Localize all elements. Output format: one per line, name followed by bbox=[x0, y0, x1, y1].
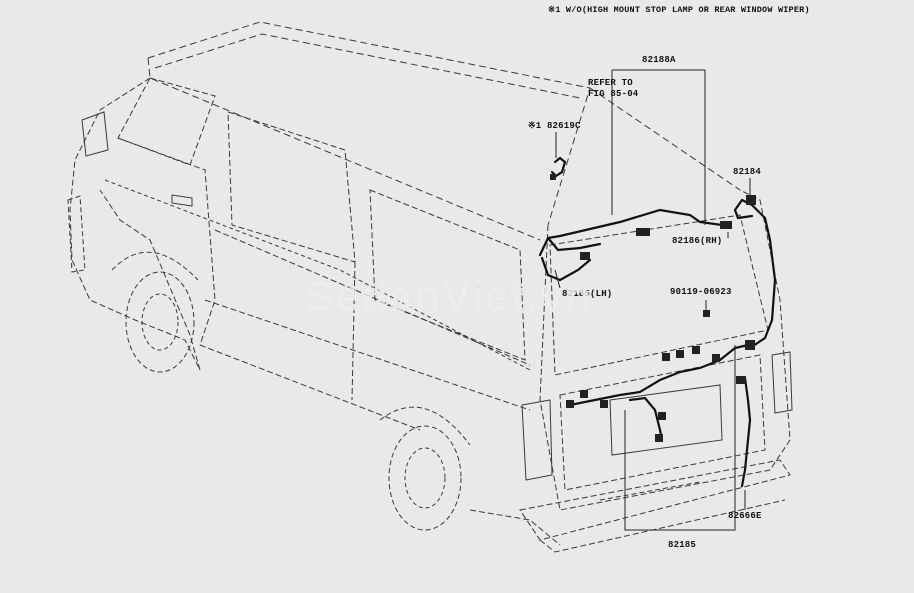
connector-rear-10 bbox=[655, 434, 663, 442]
connector-rear-9 bbox=[658, 412, 666, 420]
part-82185-lh: 82185(LH) bbox=[562, 289, 613, 299]
part-82185: 82185 bbox=[668, 540, 697, 550]
harness-82188A bbox=[538, 208, 724, 257]
right-tail-lamp bbox=[771, 351, 793, 414]
rear-bumper bbox=[519, 459, 791, 541]
part-90119-06923: 90119-06923 bbox=[670, 287, 732, 297]
front-door bbox=[117, 137, 216, 346]
connector-82186 bbox=[720, 221, 732, 229]
watermark: SedanViet.vn bbox=[305, 272, 593, 321]
connector-rear-8 bbox=[566, 400, 574, 408]
connector-rear-4 bbox=[712, 354, 720, 362]
slide-door-edge bbox=[351, 261, 356, 401]
part-82619C: ※1 82619C bbox=[528, 121, 581, 131]
rocker-line bbox=[199, 344, 421, 431]
connector-rear-2 bbox=[676, 350, 684, 358]
harness-82185-lower bbox=[628, 396, 664, 442]
part-82184: 82184 bbox=[733, 167, 762, 177]
leader-82185 bbox=[624, 345, 736, 531]
bolt-90119 bbox=[703, 310, 710, 317]
door-handle bbox=[171, 194, 193, 207]
license-plate bbox=[609, 384, 723, 456]
harness-82619C bbox=[550, 156, 567, 178]
roof-inner-line bbox=[154, 33, 581, 99]
part-82666E: 82666E bbox=[728, 511, 762, 521]
connector-rear-1 bbox=[662, 353, 670, 361]
connector-rear-3 bbox=[692, 346, 700, 354]
rear-door-panel bbox=[559, 354, 766, 491]
windshield bbox=[117, 77, 216, 166]
roof-side-edge bbox=[147, 57, 541, 241]
lower-body bbox=[469, 509, 561, 546]
part-82186-rh: 82186(RH) bbox=[672, 236, 723, 246]
side-window-front bbox=[227, 111, 356, 263]
connector-rear-5 bbox=[736, 376, 746, 384]
rear-wheel-arch bbox=[379, 406, 471, 446]
rear-wheel-hub bbox=[404, 447, 446, 509]
side-mirror bbox=[81, 111, 109, 157]
connector-roof bbox=[636, 228, 650, 236]
side-stripe bbox=[104, 179, 531, 371]
front-body bbox=[69, 77, 201, 371]
footnote: ※1 W/O(HIGH MOUNT STOP LAMP OR REAR WIND… bbox=[548, 5, 810, 15]
harness-82185 bbox=[568, 343, 750, 407]
side-window-rear bbox=[369, 189, 526, 361]
connector-82184-top bbox=[746, 195, 756, 205]
side-panel-line bbox=[204, 299, 531, 411]
roof-rear-edge bbox=[589, 87, 741, 191]
sliding-door-rail bbox=[214, 229, 531, 366]
front-bumper bbox=[67, 195, 86, 273]
leader-82188A bbox=[611, 69, 706, 225]
connector-82184-bottom bbox=[745, 340, 755, 350]
harness-82185LH bbox=[540, 256, 592, 282]
rear-bumper-lower bbox=[539, 499, 786, 553]
front-wheel-hub bbox=[141, 293, 179, 351]
rear-body-outline bbox=[539, 189, 791, 511]
harness-82184-hook bbox=[733, 198, 754, 220]
harness-roof-branch bbox=[546, 236, 602, 252]
step-bar bbox=[599, 481, 701, 501]
front-wheel-arch bbox=[111, 251, 199, 281]
connector-rear-6 bbox=[580, 390, 588, 398]
harness-82184 bbox=[740, 198, 777, 350]
connector-82185LH bbox=[580, 252, 590, 260]
leader-82185LH bbox=[554, 269, 561, 289]
part-82188A: 82188A bbox=[642, 55, 676, 65]
roof-outline bbox=[147, 21, 591, 226]
left-tail-lamp bbox=[521, 399, 553, 481]
front-wheel bbox=[125, 271, 195, 373]
refer-to-text: REFER TO bbox=[588, 78, 633, 88]
connector-rear-7 bbox=[600, 400, 608, 408]
harness-82666E bbox=[740, 376, 752, 488]
rear-wheel bbox=[388, 425, 462, 531]
connector-82619C bbox=[550, 174, 556, 180]
refer-fig-text: FIG 85-04 bbox=[588, 89, 639, 99]
